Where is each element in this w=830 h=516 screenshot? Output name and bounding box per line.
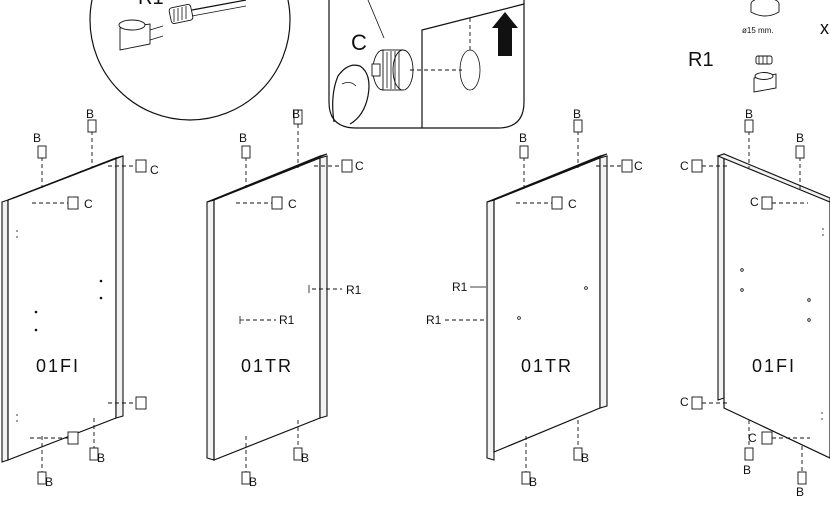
label-c: C — [568, 197, 577, 211]
panel-2: 01TR B B B B C C R1 R1 — [206, 107, 364, 489]
label-r1: R1 — [426, 313, 442, 327]
label-b: B — [796, 131, 804, 145]
label-b: B — [581, 451, 589, 465]
panel-4: 01FI B B B B C C C C — [680, 107, 830, 499]
label-b: B — [86, 107, 94, 121]
label-c: C — [680, 395, 689, 409]
label-r1: R1 — [346, 283, 362, 297]
panel-3: 01TR B B B B C C R1 R1 — [426, 107, 643, 489]
label-c: C — [634, 159, 643, 173]
legend-size: ø15 mm. — [742, 26, 774, 35]
inset-c-detail: C — [328, 0, 525, 129]
inset-r1-label: R1 — [138, 0, 164, 9]
label-c: C — [750, 195, 759, 209]
panel-2-code: 01TR — [241, 356, 293, 376]
label-r1: R1 — [452, 280, 468, 294]
label-b: B — [301, 451, 309, 465]
panel-3-code: 01TR — [521, 356, 573, 376]
label-b: B — [249, 475, 257, 489]
label-b: B — [292, 107, 300, 121]
label-c: C — [288, 197, 297, 211]
label-c: C — [748, 431, 757, 445]
label-b: B — [33, 131, 41, 145]
label-c: C — [680, 159, 689, 173]
panel-4-code: 01FI — [752, 356, 796, 376]
label-b: B — [529, 475, 537, 489]
label-b: B — [239, 131, 247, 145]
panel-1: 01FI B B B B C C — [1, 107, 159, 489]
label-b: B — [796, 485, 804, 499]
label-b: B — [573, 107, 581, 121]
label-b: B — [743, 463, 751, 477]
label-r1: R1 — [279, 313, 295, 327]
label-b: B — [519, 131, 527, 145]
legend-r1-label: R1 — [688, 49, 714, 71]
label-c: C — [84, 197, 93, 211]
detail-c-label: C — [351, 30, 367, 55]
label-c: C — [150, 163, 159, 177]
label-b: B — [97, 451, 105, 465]
label-c: C — [355, 159, 364, 173]
legend: ø15 mm. x R1 — [688, 0, 829, 93]
inset-r1-detail: R1 — [89, 0, 291, 121]
legend-x: x — [820, 18, 829, 38]
label-b: B — [45, 475, 53, 489]
panel-1-code: 01FI — [36, 356, 80, 376]
label-b: B — [745, 107, 753, 121]
